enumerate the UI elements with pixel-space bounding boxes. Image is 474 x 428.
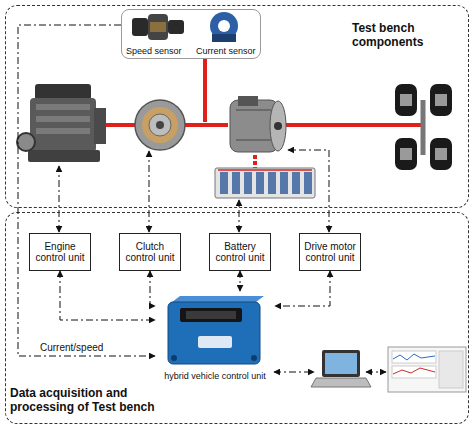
node-heading: Current sensor <box>196 46 260 56</box>
battery-illustration <box>215 168 315 198</box>
control-line <box>59 150 386 372</box>
drivetrain-shaft <box>104 58 424 168</box>
controller-illustration <box>168 296 264 364</box>
wheel-axle-illustration <box>395 84 452 170</box>
signal-link <box>18 25 155 356</box>
box-label: Clutch control unit <box>120 241 180 264</box>
engine-illustration <box>17 84 106 162</box>
process-box: Drive motor control unit <box>299 233 361 271</box>
box-label: Battery control unit <box>210 241 270 264</box>
current-sensor-illustration <box>210 12 238 42</box>
process-box: Engine control unit <box>29 233 91 271</box>
process-box: Battery control unit <box>209 233 271 271</box>
controller-node: hybrid vehicle control unit <box>155 291 275 387</box>
group-panel: Speed sensor Current sensor Test bench com… <box>5 5 469 208</box>
monitor-screen <box>388 347 466 392</box>
clutch-illustration <box>135 100 185 150</box>
control-link <box>60 271 155 320</box>
node-heading: Data acquisition and processing of Test … <box>10 387 192 415</box>
node-heading: Test bench components <box>352 22 466 50</box>
control-link <box>150 271 155 306</box>
edge-label: Current/speed <box>40 342 103 353</box>
node-heading: Speed sensor <box>126 46 192 56</box>
node-heading: hybrid vehicle control unit <box>155 371 275 381</box>
group-panel: Engine control unit Clutch control unit Ba… <box>5 212 469 424</box>
box-label: Engine control unit <box>30 241 90 264</box>
process-box: Clutch control unit <box>119 233 181 271</box>
motor-illustration <box>230 96 286 152</box>
box-label: Drive motor control unit <box>300 241 360 264</box>
speed-sensor-illustration <box>132 14 184 40</box>
control-link <box>275 271 330 306</box>
laptop-illustration <box>311 350 371 387</box>
sensor-group: Speed sensor Current sensor <box>121 9 261 59</box>
control-link <box>240 271 241 291</box>
